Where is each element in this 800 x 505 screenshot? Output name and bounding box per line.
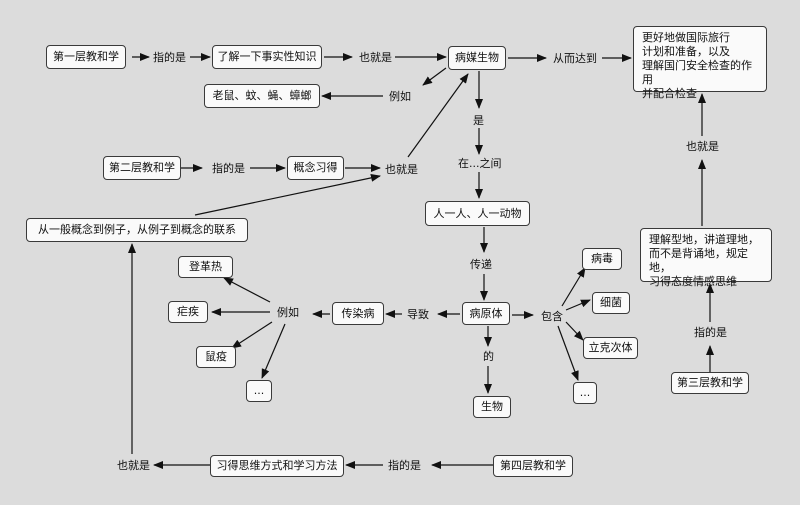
node-organism[interactable]: 生物 [473, 396, 511, 418]
label-for-example-top: 例如 [389, 90, 411, 103]
edge-example-dengue [223, 277, 271, 303]
node-general-to-examples[interactable]: 从一般概念到例子，从例子到概念的联系 [26, 218, 248, 242]
node-level3[interactable]: 第三层教和学 [671, 372, 749, 394]
node-dengue[interactable]: 登革热 [178, 256, 233, 278]
node-pathogen[interactable]: 病原体 [462, 302, 510, 325]
label-leads-to: 导致 [407, 308, 429, 321]
label-l3-that-is: 也就是 [686, 140, 719, 153]
edge-contains-ellipsis [557, 325, 579, 381]
node-bacteria[interactable]: 细菌 [592, 292, 630, 314]
edge-vector-example [422, 67, 447, 86]
node-level2[interactable]: 第二层教和学 [103, 156, 181, 180]
node-concept-learning[interactable]: 概念习得 [287, 156, 344, 180]
edge-contains-bacteria [565, 299, 591, 311]
node-pestilence[interactable]: 鼠疫 [196, 346, 236, 368]
node-ellipsis-left[interactable]: ... [246, 380, 272, 402]
node-rickettsia[interactable]: 立克次体 [583, 337, 638, 359]
node-learn-facts[interactable]: 了解一下事实性知识 [212, 45, 322, 69]
label-l4-that-is: 也就是 [117, 459, 150, 472]
node-thinking-methods[interactable]: 习得思维方式和学习方法 [210, 455, 344, 477]
label-l1-that-is: 也就是 [359, 51, 392, 64]
label-l3-refers: 指的是 [694, 326, 727, 339]
edge-thatis-vector-up [407, 73, 469, 158]
node-rodents-examples[interactable]: 老鼠、蚊、蝇、蟑螂 [204, 84, 320, 108]
edge-example-plague [231, 321, 273, 349]
label-l1-refers: 指的是 [153, 51, 186, 64]
label-for-example-left: 例如 [277, 306, 299, 319]
node-epidemic[interactable]: 传染病 [332, 302, 384, 325]
edge-example-ellipsis [261, 323, 286, 379]
label-of: 的 [483, 350, 494, 363]
node-ellipsis-right[interactable]: ... [573, 382, 597, 404]
label-l4-refers: 指的是 [388, 459, 421, 472]
edge-general-thatis [194, 173, 381, 216]
node-virus[interactable]: 病毒 [582, 248, 622, 270]
node-level4[interactable]: 第四层教和学 [493, 455, 573, 477]
label-is: 是 [473, 114, 484, 127]
label-l2-that-is: 也就是 [385, 163, 418, 176]
label-transmit: 传递 [470, 258, 492, 271]
label-l2-refers: 指的是 [212, 162, 245, 175]
node-malaria[interactable]: 疟疾 [168, 301, 208, 323]
edge-contains-virus [561, 267, 586, 307]
node-vector-organisms[interactable]: 病媒生物 [448, 46, 506, 70]
node-understand-explain[interactable]: 理解型地，讲道理地， 而不是背诵地，规定地， 习得态度情感思维 [640, 228, 772, 288]
label-contains: 包含 [541, 310, 563, 323]
node-human-spread[interactable]: 人一人、人一动物 [425, 201, 530, 226]
edge-contains-rickettsia [565, 321, 584, 341]
label-between: 在...之间 [458, 157, 502, 170]
node-prepare-travel[interactable]: 更好地做国际旅行 计划和准备，以及 理解国门安全检查的作用 并配合检查 [633, 26, 767, 100]
label-thereby: 从而达到 [553, 52, 597, 65]
node-level1[interactable]: 第一层教和学 [46, 45, 126, 69]
